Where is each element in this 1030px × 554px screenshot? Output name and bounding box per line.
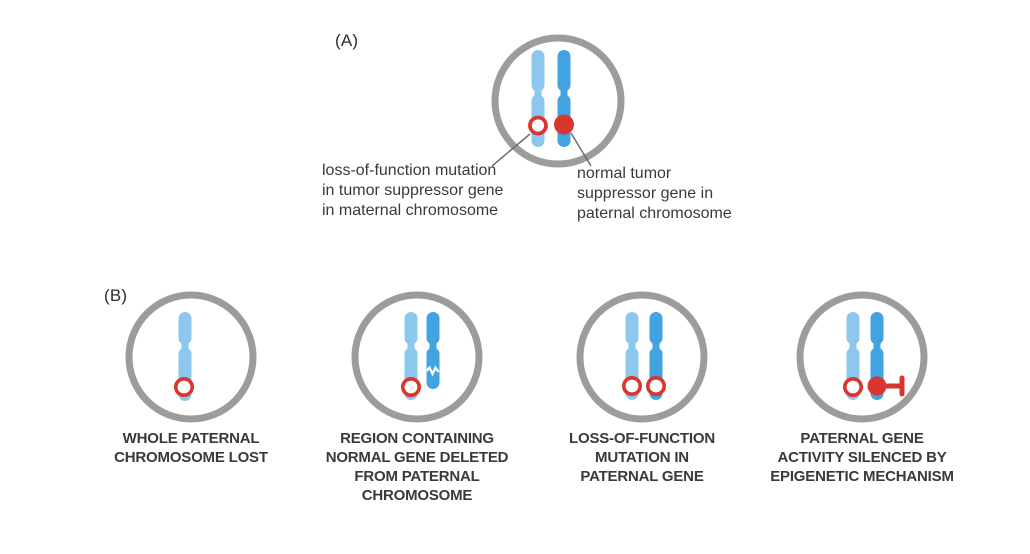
caption-line: paternal chromosome xyxy=(577,205,732,222)
loss-of-function-mutation-marker-icon xyxy=(621,375,642,396)
panel-b-cell-epigenetic-silencing xyxy=(796,291,928,423)
connector-line-left xyxy=(491,133,531,167)
loss-of-function-mutation-marker-icon xyxy=(528,115,548,136)
caption-line: loss-of-function mutation xyxy=(322,162,497,179)
caption-line: FROM PATERNAL xyxy=(354,468,480,485)
normal-gene-marker-icon xyxy=(554,114,574,135)
cell-membrane-circle xyxy=(796,291,928,423)
cell-membrane-circle xyxy=(125,291,257,423)
caption-line: normal tumor xyxy=(577,165,672,182)
panel-a-caption-left: loss-of-function mutation in tumor suppr… xyxy=(322,161,503,221)
caption-line: CHROMOSOME LOST xyxy=(114,449,268,466)
silenced-gene-marker-icon xyxy=(867,376,887,396)
panel-b-cell-region-deleted xyxy=(351,291,483,423)
loss-of-function-mutation-marker-icon xyxy=(400,376,421,397)
panel-b-cell-whole-chromosome-lost xyxy=(125,291,257,423)
panel-b-caption-paternal-mutation: LOSS-OF-FUNCTION MUTATION IN PATERNAL GE… xyxy=(527,429,757,486)
caption-line: in maternal chromosome xyxy=(322,202,499,219)
caption-line: in tumor suppressor gene xyxy=(322,182,504,199)
panel-b-caption-whole-chromosome-lost: WHOLE PATERNAL CHROMOSOME LOST xyxy=(76,429,306,467)
panel-b-label: (B) xyxy=(104,286,128,305)
epigenetic-inhibition-tbar-icon xyxy=(884,375,905,397)
panel-a-caption-right: normal tumor suppressor gene in paternal… xyxy=(577,164,732,224)
caption-line: ACTIVITY SILENCED BY xyxy=(777,449,947,466)
panel-b-caption-epigenetic-silencing: PATERNAL GENE ACTIVITY SILENCED BY EPIGE… xyxy=(747,429,977,486)
loss-of-function-mutation-marker-icon xyxy=(842,376,863,397)
caption-line: EPIGENETIC MECHANISM xyxy=(770,468,954,485)
cell-membrane-circle xyxy=(491,34,625,168)
panel-a-label: (A) xyxy=(335,31,359,50)
deletion-break-icon xyxy=(425,365,440,377)
cell-membrane-circle xyxy=(576,291,708,423)
caption-line: suppressor gene in xyxy=(577,185,714,202)
caption-line: NORMAL GENE DELETED xyxy=(325,449,509,466)
caption-line: LOSS-OF-FUNCTION xyxy=(569,430,715,447)
paternal-chromosome-deleted-icon xyxy=(425,312,440,389)
caption-line: CHROMOSOME xyxy=(361,487,473,504)
loss-of-function-mutation-marker-icon xyxy=(174,376,195,397)
caption-line: WHOLE PATERNAL xyxy=(122,430,260,447)
panel-a-cell xyxy=(491,34,625,168)
panel-b-cell-paternal-mutation xyxy=(576,291,708,423)
connector-line-right xyxy=(570,132,592,167)
cell-membrane-circle xyxy=(351,291,483,423)
loss-of-function-mutation-marker-icon xyxy=(645,375,666,396)
caption-line: PATERNAL GENE xyxy=(800,430,924,447)
caption-line: PATERNAL GENE xyxy=(580,468,704,485)
caption-line: MUTATION IN xyxy=(595,449,689,466)
caption-line: REGION CONTAINING xyxy=(340,430,494,447)
panel-b-caption-region-deleted: REGION CONTAINING NORMAL GENE DELETED FR… xyxy=(302,429,532,505)
